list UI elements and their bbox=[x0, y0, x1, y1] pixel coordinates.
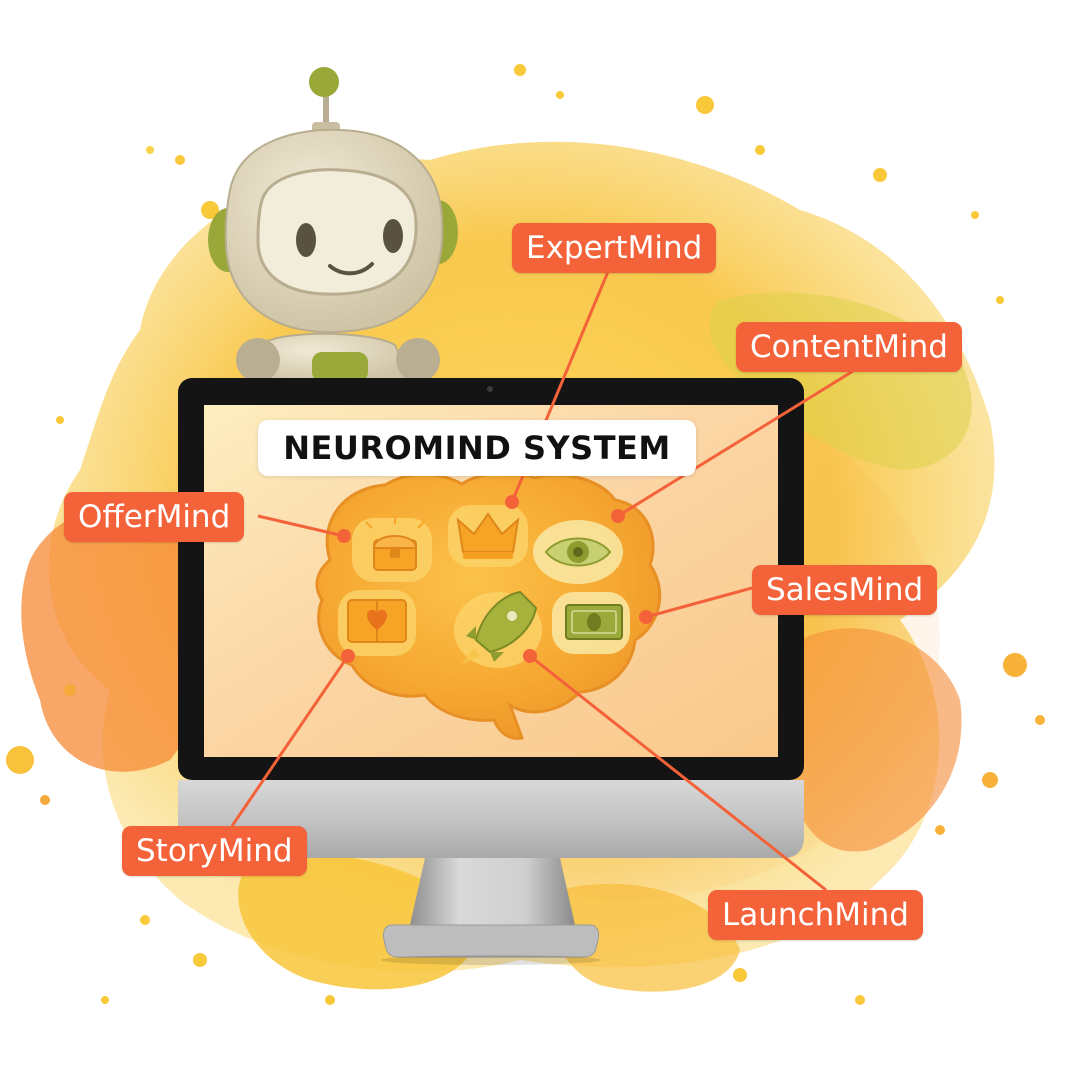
book-heart-icon bbox=[347, 599, 407, 643]
connector-launchmind bbox=[529, 654, 827, 892]
crown-icon bbox=[456, 512, 520, 559]
dot-launchmind bbox=[523, 649, 537, 663]
money-icon bbox=[565, 604, 623, 640]
connector-contentmind bbox=[617, 366, 859, 518]
rocket-icon bbox=[462, 590, 538, 664]
system-title: NEUROMIND SYSTEM bbox=[258, 420, 696, 476]
connector-salesmind bbox=[645, 586, 753, 619]
dot-contentmind bbox=[611, 509, 625, 523]
label-offermind: OfferMind bbox=[64, 492, 245, 542]
label-storymind: StoryMind bbox=[122, 826, 307, 876]
label-launchmind: LaunchMind bbox=[708, 890, 923, 940]
dot-expertmind bbox=[505, 495, 519, 509]
label-salesmind: SalesMind bbox=[752, 565, 938, 615]
eye-icon bbox=[544, 537, 612, 567]
connector-storymind bbox=[230, 655, 350, 827]
treasure-chest-icon bbox=[365, 516, 425, 571]
connector-dots bbox=[337, 495, 653, 663]
label-expertmind: ExpertMind bbox=[512, 223, 717, 273]
dot-salesmind bbox=[639, 610, 653, 624]
connector-offermind bbox=[257, 514, 345, 538]
robot-mascot bbox=[208, 67, 458, 383]
dot-storymind bbox=[341, 649, 355, 663]
label-contentmind: ContentMind bbox=[736, 322, 962, 372]
dot-offermind bbox=[337, 529, 351, 543]
